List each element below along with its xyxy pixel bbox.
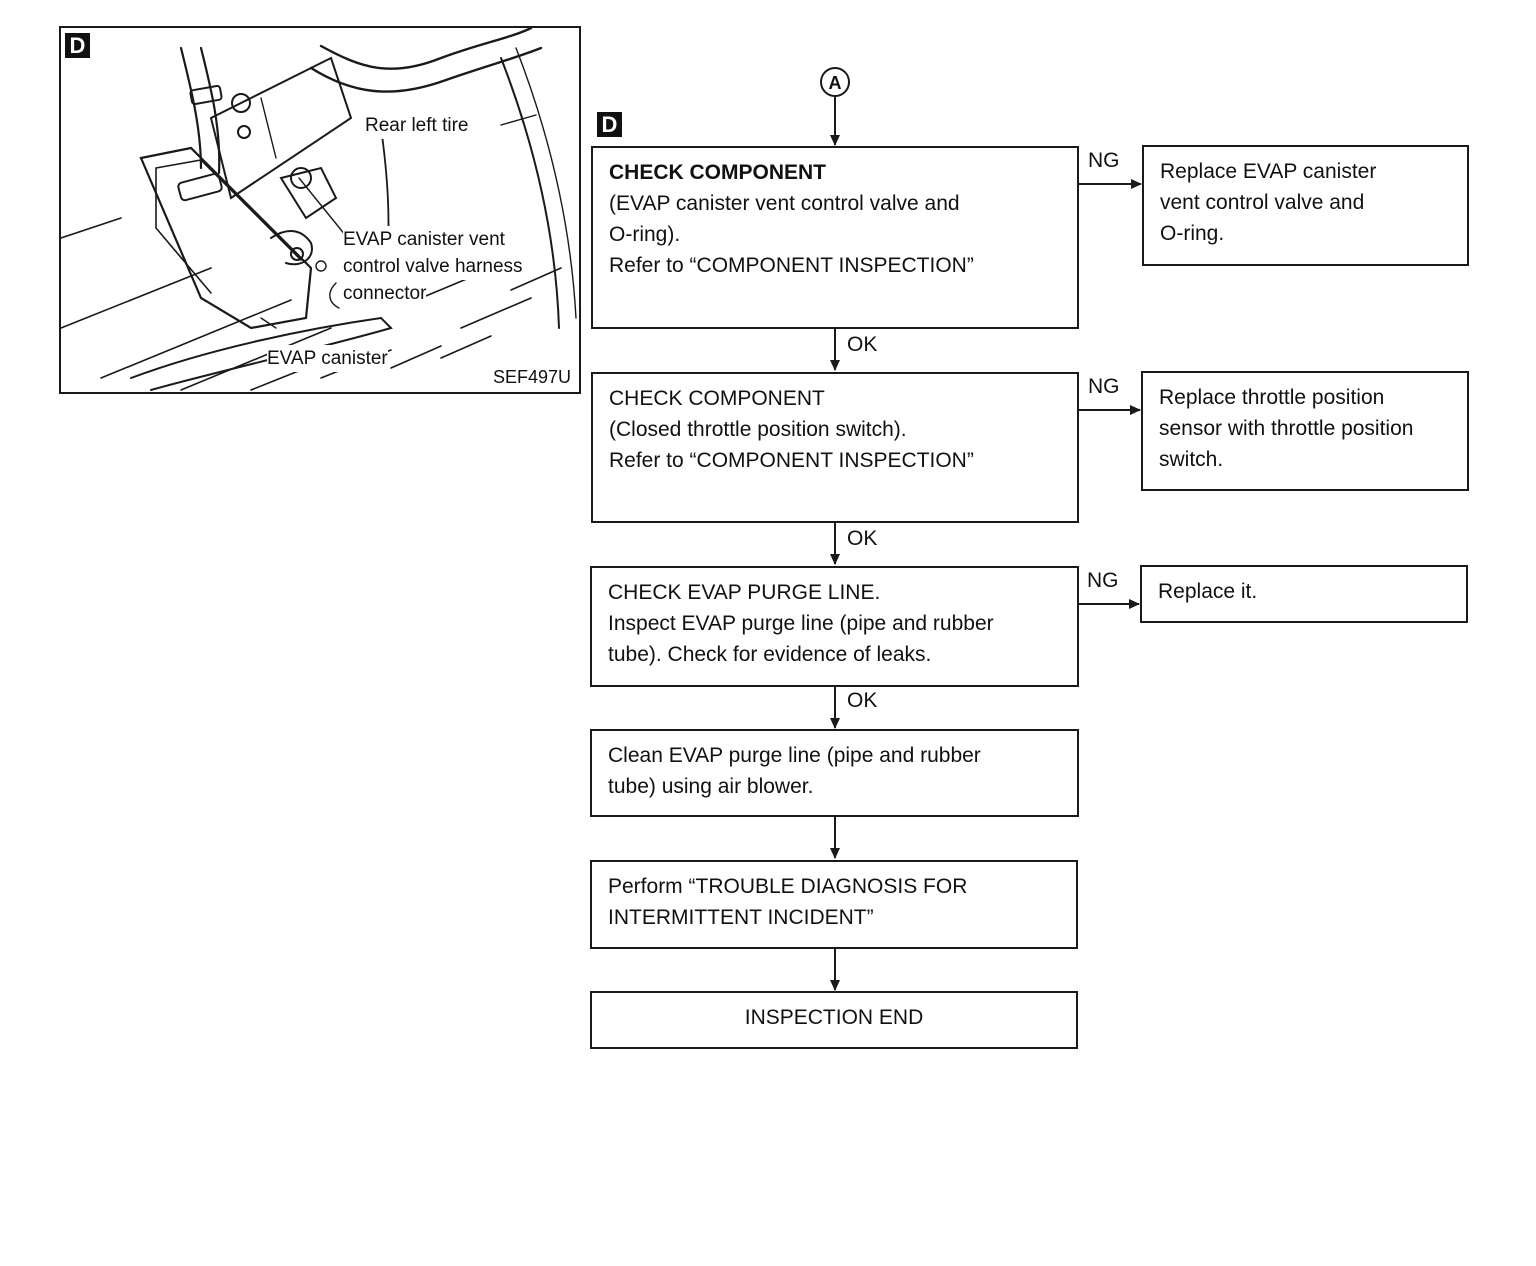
step-3-line-3: tube). Check for evidence of leaks. xyxy=(608,643,932,666)
step-2-line-1: CHECK COMPONENT xyxy=(609,387,825,410)
flow-tag: D xyxy=(597,112,622,137)
step-3-box: CHECK EVAP PURGE LINE. Inspect EVAP purg… xyxy=(590,566,1079,687)
step-2-line-2: (Closed throttle position switch). xyxy=(609,418,907,441)
step-1-ng-label: NG xyxy=(1088,149,1120,172)
step-1-box: CHECK COMPONENT (EVAP canister vent cont… xyxy=(591,146,1079,329)
step-1-ng-line-1: Replace EVAP canister xyxy=(1160,160,1377,183)
label-vent-valve-line-3: connector xyxy=(343,280,427,307)
step-2-line-3: Refer to “COMPONENT INSPECTION” xyxy=(609,449,974,472)
step-1-line-4: Refer to “COMPONENT INSPECTION” xyxy=(609,254,974,277)
step-3-ok-label: OK xyxy=(847,689,878,712)
step-4-line-2: tube) using air blower. xyxy=(608,775,814,798)
step-3-line-1: CHECK EVAP PURGE LINE. xyxy=(608,581,881,604)
step-1-ng-line-3: O-ring. xyxy=(1160,222,1225,245)
step-2-ok-label: OK xyxy=(847,527,878,550)
step-6-line-1: INSPECTION END xyxy=(744,1006,924,1029)
step-2-ng-line-1: Replace throttle position xyxy=(1159,386,1385,409)
step-3-ng-box: Replace it. xyxy=(1140,565,1468,623)
step-1-ng-box: Replace EVAP canister vent control valve… xyxy=(1142,145,1469,266)
step-2-ng-line-3: switch. xyxy=(1159,448,1224,471)
label-evap-canister: EVAP canister xyxy=(267,345,388,372)
label-rear-left-tire: Rear left tire xyxy=(365,112,469,139)
figure-code: SEF497U xyxy=(493,364,572,391)
step-2-ng-label: NG xyxy=(1088,375,1120,398)
start-connector-label: A xyxy=(828,73,842,93)
step-3-line-2: Inspect EVAP purge line (pipe and rubber xyxy=(608,612,994,635)
step-1-line-1: CHECK COMPONENT xyxy=(609,161,827,184)
step-2-ng-box: Replace throttle position sensor with th… xyxy=(1141,371,1469,491)
step-5-box: Perform “TROUBLE DIAGNOSIS FOR INTERMITT… xyxy=(590,860,1078,949)
label-vent-valve-line-2: control valve harness xyxy=(343,253,523,280)
step-2-box: CHECK COMPONENT (Closed throttle positio… xyxy=(591,372,1079,523)
step-1-line-3: O-ring). xyxy=(609,223,681,246)
step-1-ok-label: OK xyxy=(847,333,878,356)
step-3-ng-line-1: Replace it. xyxy=(1158,580,1258,603)
step-4-line-1: Clean EVAP purge line (pipe and rubber xyxy=(608,744,981,767)
illustration-tag: D xyxy=(65,33,90,58)
step-5-line-2: INTERMITTENT INCIDENT” xyxy=(608,906,874,929)
step-1-line-2: (EVAP canister vent control valve and xyxy=(609,192,960,215)
label-vent-valve-line-1: EVAP canister vent xyxy=(343,226,505,253)
step-1-ng-line-2: vent control valve and xyxy=(1160,191,1365,214)
step-4-box: Clean EVAP purge line (pipe and rubber t… xyxy=(590,729,1079,817)
component-location-illustration: D xyxy=(59,26,581,394)
step-6-box: INSPECTION END xyxy=(590,991,1078,1049)
step-3-ng-label: NG xyxy=(1087,569,1119,592)
step-2-ng-line-2: sensor with throttle position xyxy=(1159,417,1414,440)
step-5-line-1: Perform “TROUBLE DIAGNOSIS FOR xyxy=(608,875,968,898)
